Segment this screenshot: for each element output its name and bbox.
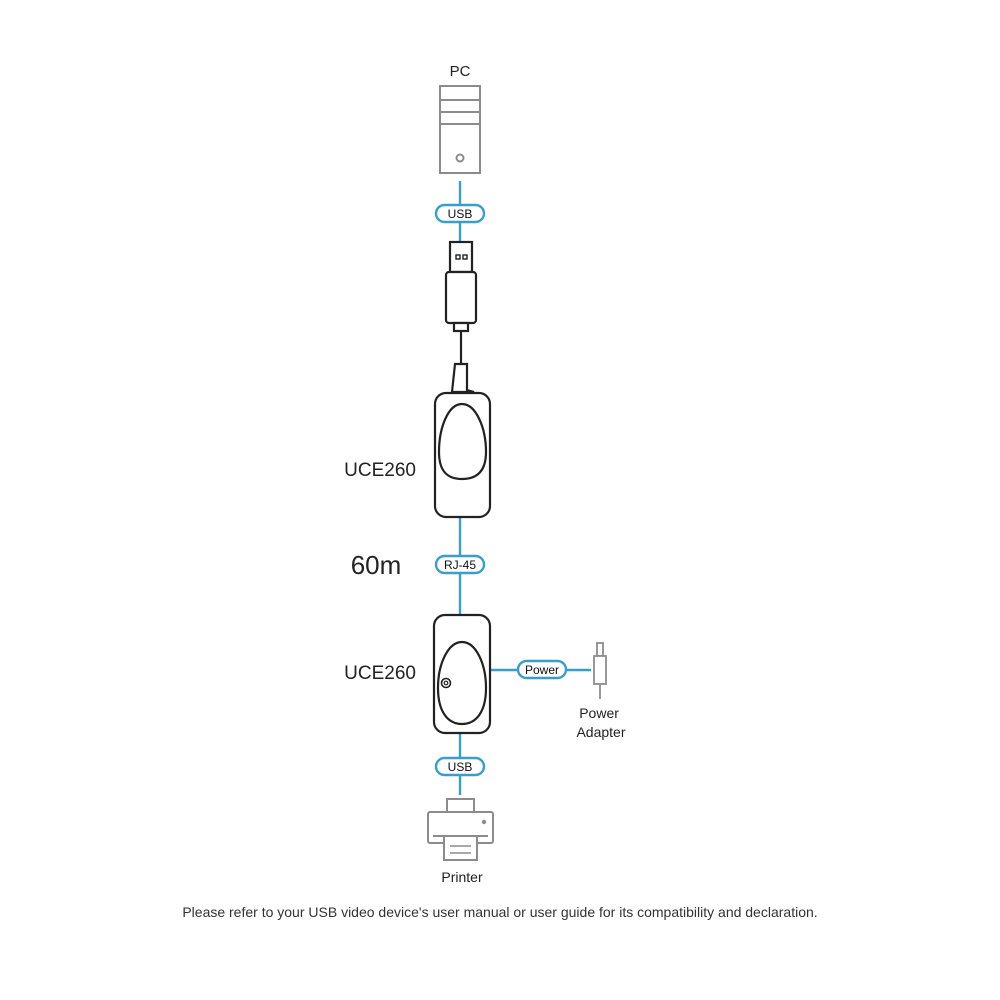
printer-label: Printer: [441, 869, 483, 885]
power-adapter-label-line2: Adapter: [576, 724, 625, 740]
svg-text:Power: Power: [525, 663, 559, 677]
distance-label: 60m: [351, 550, 402, 580]
uce260-remote-unit: [432, 613, 492, 735]
pc-label: PC: [450, 63, 471, 80]
power-jack-icon: [440, 677, 452, 689]
usb-plug-icon: [444, 240, 478, 364]
svg-text:RJ-45: RJ-45: [444, 558, 476, 572]
svg-text:USB: USB: [448, 760, 473, 774]
usb-connector-badge-bottom: USB: [434, 756, 486, 777]
uce260-top-label: UCE260: [344, 460, 416, 481]
svg-text:USB: USB: [448, 207, 473, 221]
power-adapter-label-line1: Power: [579, 705, 619, 721]
rj45-connector-badge: RJ-45: [434, 554, 486, 575]
compatibility-note: Please refer to your USB video device's …: [182, 904, 818, 920]
power-adapter-plug-icon: [593, 642, 607, 699]
usb-connector-badge-top: USB: [434, 203, 486, 224]
printer-icon: [427, 798, 494, 861]
power-connector-badge: Power: [516, 659, 568, 680]
uce260-bottom-label: UCE260: [344, 663, 416, 684]
uce260-local-unit: [433, 362, 492, 519]
pc-tower-icon: [439, 85, 481, 174]
power-adapter-label: Power Adapter: [576, 705, 625, 740]
